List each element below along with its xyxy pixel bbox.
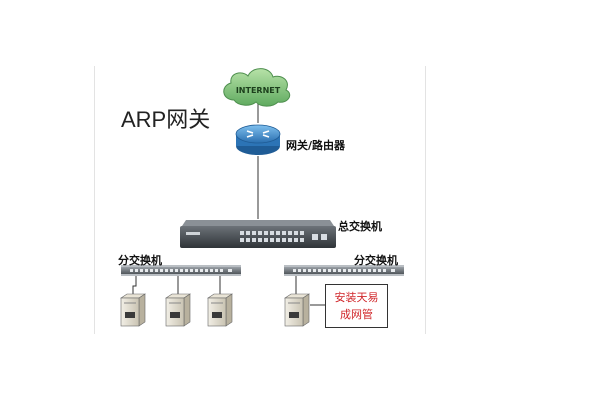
core-switch-ports: [240, 231, 327, 242]
access-switch-left-label: 分交换机: [118, 254, 162, 267]
access-switch-right-label: 分交换机: [354, 254, 398, 267]
server-icon: [120, 293, 146, 327]
link-sw1-server1: [132, 276, 137, 294]
router-icon: [235, 124, 281, 155]
callout-line-1: 安装天易: [334, 291, 379, 304]
core-switch-icon: [180, 220, 336, 248]
cloud-label: INTERNET: [236, 86, 281, 95]
server-icon: [284, 293, 310, 327]
cloud-icon: INTERNET: [223, 68, 291, 107]
diagram-title: ARP网关: [121, 107, 211, 132]
diagram-frame: [94, 66, 426, 334]
access-switch-left-icon: [121, 265, 241, 276]
callout-box: 安装天易 成网管: [325, 284, 388, 328]
access-switch-right-icon: [284, 265, 404, 276]
router-label: 网关/路由器: [286, 139, 346, 152]
core-switch-label: 总交换机: [338, 220, 382, 233]
server-icon: [207, 293, 233, 327]
callout-line-2: 成网管: [340, 308, 373, 321]
server-icon: [165, 293, 191, 327]
